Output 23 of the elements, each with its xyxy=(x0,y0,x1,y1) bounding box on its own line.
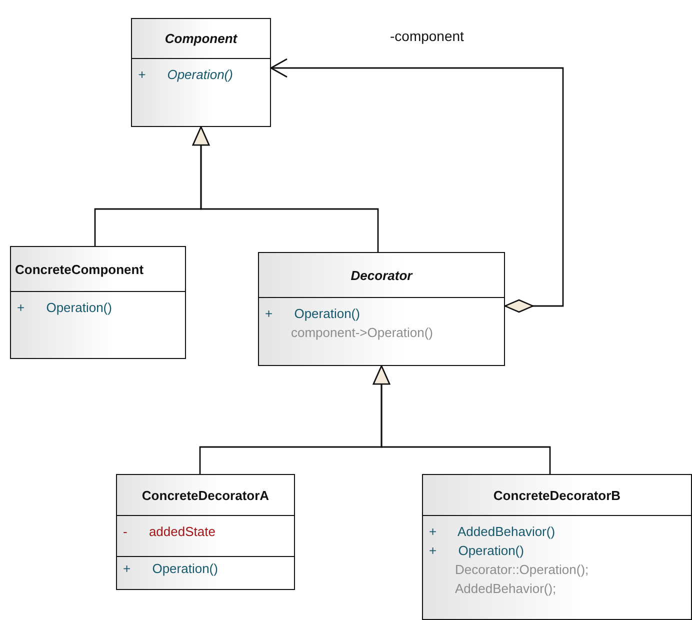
class-box xyxy=(131,18,271,127)
class-box xyxy=(422,474,692,620)
operation-text: + Operation() xyxy=(429,542,525,560)
class-name: ConcreteDecoratorA xyxy=(142,486,270,504)
class-box xyxy=(116,474,295,590)
class-name: Decorator xyxy=(350,266,412,284)
attribute-text: - addedState xyxy=(123,523,216,541)
operation-text: + Operation() xyxy=(123,560,219,578)
operation-text: + Operation() xyxy=(265,305,361,323)
inheritance-arrow xyxy=(192,126,379,252)
code-note: AddedBehavior(); xyxy=(454,580,558,598)
class-box xyxy=(258,252,505,366)
operation-text: + Operation() xyxy=(17,299,113,317)
class-name: ConcreteDecoratorB xyxy=(493,486,621,504)
aggregation-arrow xyxy=(270,58,564,313)
code-note: component->Operation() xyxy=(290,324,434,342)
class-name: Component xyxy=(164,30,238,48)
operation-text: + AddedBehavior() xyxy=(429,523,556,541)
inheritance-arrow xyxy=(372,365,551,474)
code-note: Decorator::Operation(); xyxy=(454,561,590,579)
operation-text: + Operation() xyxy=(138,66,234,84)
class-name: ConcreteComponent xyxy=(15,260,144,278)
class-box xyxy=(10,246,186,359)
